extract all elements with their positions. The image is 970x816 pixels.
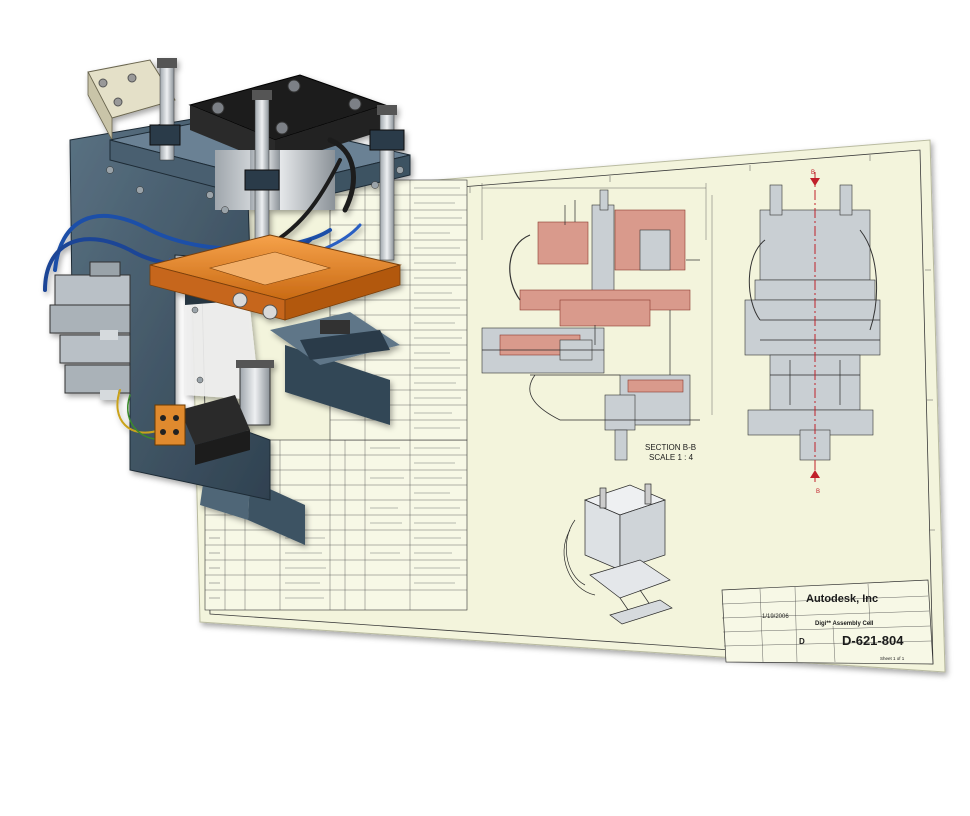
gripper-assembly xyxy=(154,320,390,465)
section-view: SECTION B-B SCALE 1 : 4 xyxy=(481,183,713,462)
elevation-view: B B xyxy=(744,170,881,495)
section-label: SECTION B-B xyxy=(645,443,696,452)
cut-mark-bottom: B xyxy=(816,489,820,495)
drawing-title: Digi** Assembly Cell xyxy=(815,621,874,627)
machine-3d-model xyxy=(43,58,411,545)
frame-bolts xyxy=(106,166,404,384)
drawing-number: D-621-804 xyxy=(842,633,904,648)
drawing-date: 1/19/2006 xyxy=(762,614,789,620)
company-name: Autodesk, Inc xyxy=(806,593,878,605)
valve-manifold xyxy=(49,261,131,400)
size-code: D xyxy=(799,637,805,646)
cut-mark-top: B xyxy=(811,170,815,176)
title-block: Autodesk, Inc Digi** Assembly Cell 1/19/… xyxy=(721,579,934,665)
scale-label: SCALE 1 : 4 xyxy=(649,453,694,462)
pneumatic-cylinder-housing xyxy=(188,74,387,210)
isometric-view xyxy=(563,483,673,625)
sheet-number: Sheet 1 of 1 xyxy=(880,656,905,661)
orange-slide-plate xyxy=(149,234,402,321)
